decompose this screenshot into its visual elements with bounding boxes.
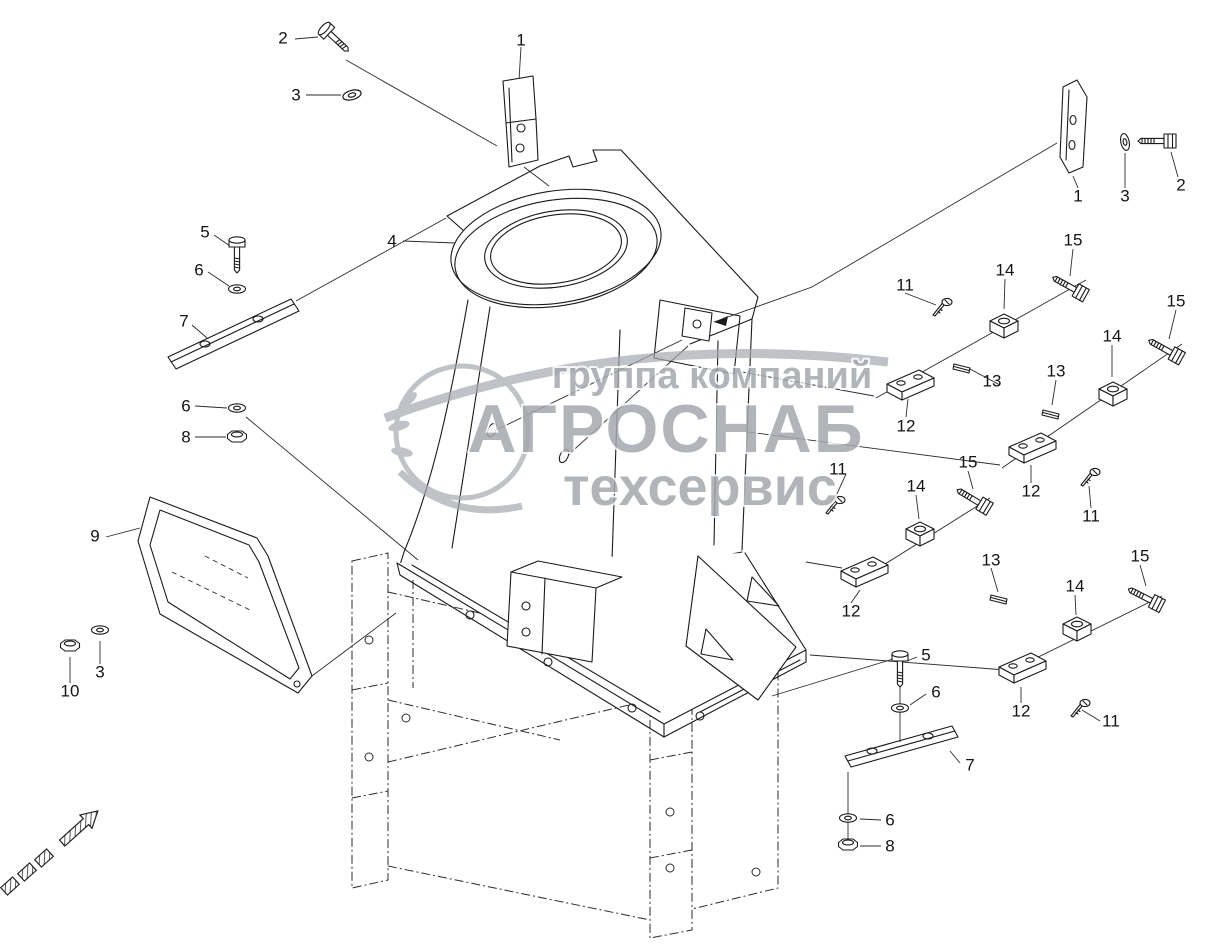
callout-label-14: 14 xyxy=(995,260,1015,280)
watermark-line2: АГРОСНАБ xyxy=(467,391,864,467)
callout-label-12: 12 xyxy=(841,601,861,621)
washer xyxy=(838,813,858,823)
bolt xyxy=(1137,133,1177,149)
callout-label-5: 5 xyxy=(921,645,931,665)
chute-housing xyxy=(399,149,759,600)
roll-pin xyxy=(989,594,1008,605)
square-nut-block xyxy=(989,313,1019,339)
upper-bracket-left xyxy=(502,75,539,168)
callout-label-11: 11 xyxy=(829,459,847,479)
watermark: группа компаний АГРОСНАБ техсервис xyxy=(383,348,889,519)
callout-label-7: 7 xyxy=(179,311,189,331)
bolt xyxy=(1124,582,1166,614)
mounting-plate xyxy=(840,556,889,588)
washer xyxy=(890,703,910,713)
callout-label-6: 6 xyxy=(931,682,941,702)
callout-label-15: 15 xyxy=(1166,291,1186,311)
callout-label-3: 3 xyxy=(291,85,301,105)
mounting-strip-bottom xyxy=(844,725,959,768)
roll-pin xyxy=(952,363,971,374)
bolt xyxy=(315,19,355,58)
callout-label-7: 7 xyxy=(965,755,975,775)
callout-label-6: 6 xyxy=(885,810,895,830)
callout-label-2: 2 xyxy=(1176,175,1186,195)
callout-label-12: 12 xyxy=(1021,481,1041,501)
square-nut-block xyxy=(1098,381,1128,407)
callout-label-3: 3 xyxy=(1120,186,1130,206)
mounting-plate xyxy=(1008,432,1057,464)
bolt xyxy=(1144,333,1186,366)
callout-label-2: 2 xyxy=(278,28,288,48)
callout-label-14: 14 xyxy=(1102,326,1122,346)
callout-label-6: 6 xyxy=(194,260,204,280)
callout-label-13: 13 xyxy=(1046,361,1066,381)
callout-label-3: 3 xyxy=(95,662,105,682)
callout-label-1: 1 xyxy=(1073,186,1083,206)
nut xyxy=(226,430,248,443)
bolt xyxy=(952,483,994,516)
washer xyxy=(227,403,247,413)
washer xyxy=(227,284,247,294)
nut xyxy=(837,838,859,851)
bolt xyxy=(891,650,909,688)
view-direction-arrow-icon xyxy=(0,810,99,896)
screw xyxy=(932,297,953,317)
watermark-line3: техсервис xyxy=(563,457,837,517)
side-guard-panel xyxy=(137,496,313,694)
mounting-plate xyxy=(886,369,935,401)
callout-label-8: 8 xyxy=(181,427,191,447)
screw xyxy=(1070,698,1091,718)
callout-label-13: 13 xyxy=(982,371,1002,391)
callout-label-15: 15 xyxy=(1063,230,1083,250)
mounting-plate xyxy=(998,652,1047,684)
callout-label-11: 11 xyxy=(1082,506,1100,526)
callout-label-11: 11 xyxy=(1102,711,1120,731)
callout-label-14: 14 xyxy=(906,476,926,496)
callout-label-11: 11 xyxy=(896,275,914,295)
mounting-strip-left xyxy=(167,298,300,370)
callout-label-5: 5 xyxy=(200,222,210,242)
washer xyxy=(341,87,363,103)
callout-label-10: 10 xyxy=(60,681,80,701)
square-nut-block xyxy=(1062,616,1092,642)
callout-label-12: 12 xyxy=(896,416,916,436)
callout-label-4: 4 xyxy=(387,231,397,251)
callout-label-1: 1 xyxy=(516,30,526,50)
callout-label-6: 6 xyxy=(181,396,191,416)
callout-label-15: 15 xyxy=(1130,546,1150,566)
nut xyxy=(59,639,81,652)
watermark-line1: группа компаний xyxy=(552,355,872,397)
agrosnab-logo-icon xyxy=(383,348,889,514)
square-nut-block xyxy=(905,521,935,547)
callout-label-8: 8 xyxy=(885,836,895,856)
callout-label-12: 12 xyxy=(1011,701,1031,721)
washer xyxy=(90,625,110,635)
callout-label-13: 13 xyxy=(981,550,1001,570)
callout-label-15: 15 xyxy=(958,452,978,472)
callout-label-9: 9 xyxy=(90,526,100,546)
roll-pin xyxy=(1041,409,1060,420)
bolt xyxy=(228,236,246,274)
callout-label-14: 14 xyxy=(1065,576,1085,596)
base-plate xyxy=(396,552,807,738)
upper-bracket-right xyxy=(1059,79,1088,174)
screw xyxy=(1080,467,1101,487)
washer xyxy=(1118,132,1132,152)
